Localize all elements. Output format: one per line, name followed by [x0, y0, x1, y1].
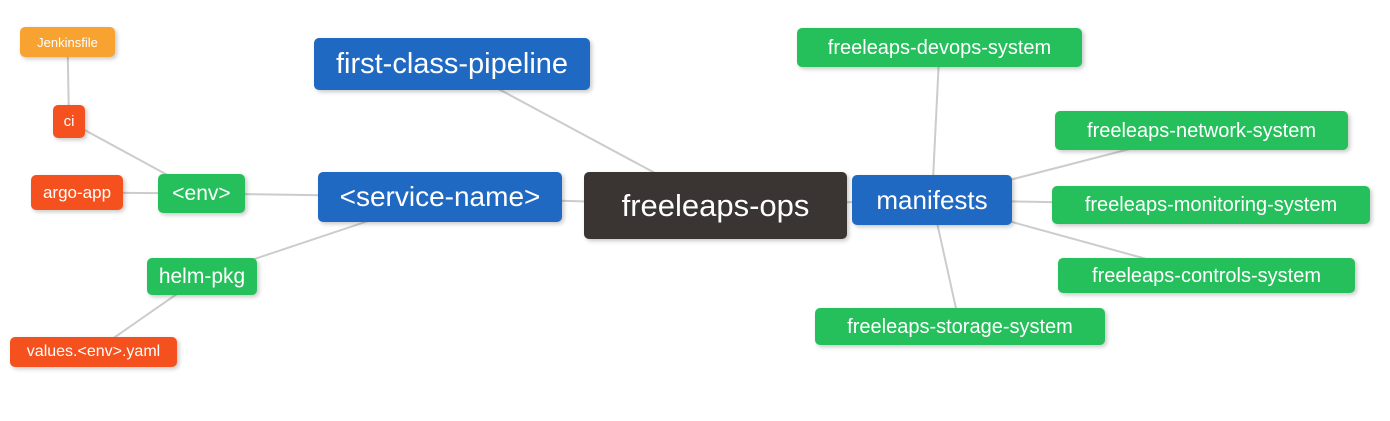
node-controls-system[interactable]: freeleaps-controls-system	[1058, 258, 1355, 293]
node-env[interactable]: <env>	[158, 174, 245, 213]
node-monitoring-system[interactable]: freeleaps-monitoring-system	[1052, 186, 1370, 224]
edge-manifests--devops-system	[931, 47, 941, 201]
node-ci[interactable]: ci	[53, 105, 85, 138]
node-devops-system[interactable]: freeleaps-devops-system	[797, 28, 1082, 67]
node-helm-pkg[interactable]: helm-pkg	[147, 258, 257, 295]
node-network-system[interactable]: freeleaps-network-system	[1055, 111, 1348, 150]
node-argo-app[interactable]: argo-app	[31, 175, 123, 210]
node-storage-system[interactable]: freeleaps-storage-system	[815, 308, 1105, 345]
node-service-name[interactable]: <service-name>	[318, 172, 562, 222]
node-values-env-yaml[interactable]: values.<env>.yaml	[10, 337, 177, 367]
node-first-class-pipeline[interactable]: first-class-pipeline	[314, 38, 590, 90]
node-freeleaps-ops[interactable]: freeleaps-ops	[584, 172, 847, 239]
node-manifests[interactable]: manifests	[852, 175, 1012, 225]
node-jenkinsfile[interactable]: Jenkinsfile	[20, 27, 115, 57]
